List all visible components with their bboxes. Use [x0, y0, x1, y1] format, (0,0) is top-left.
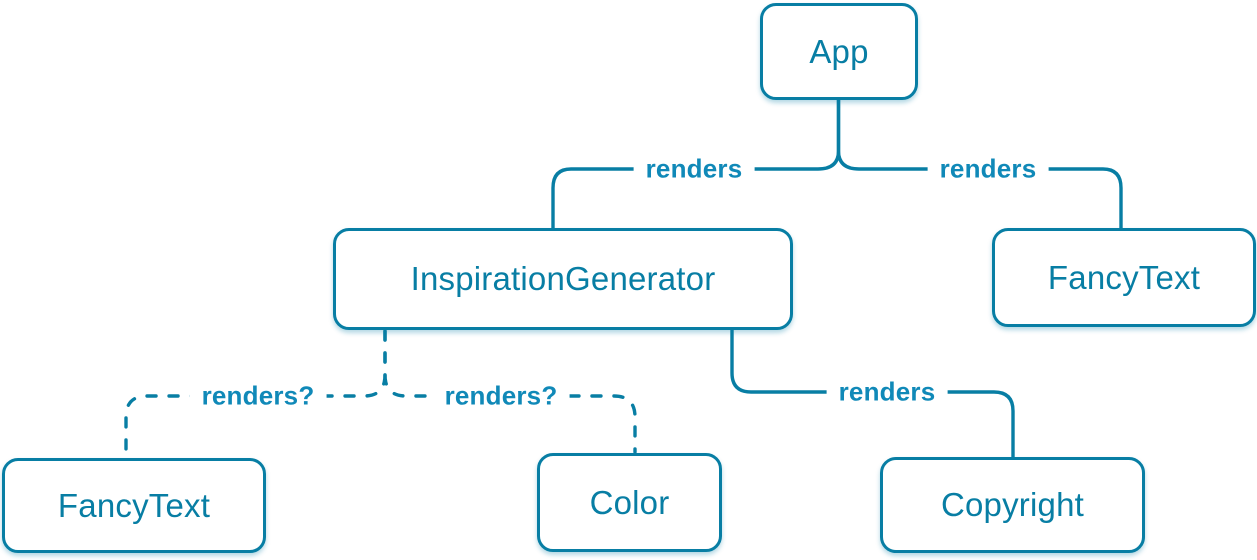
node-fancy-text-top: FancyText: [992, 228, 1256, 327]
edge-label-inspiration-generator-to-color: renders?: [432, 379, 570, 413]
node-color: Color: [537, 453, 722, 552]
node-label-inspiration-generator: InspirationGenerator: [410, 260, 716, 297]
node-label-fancy-text-top: FancyText: [1047, 258, 1201, 296]
node-inspiration-generator: InspirationGenerator: [333, 228, 793, 330]
node-label-color: Color: [589, 483, 670, 521]
node-label-fancy-text-bottom: FancyText: [57, 486, 211, 524]
node-label-app: App: [809, 32, 869, 70]
node-label-copyright: Copyright: [940, 486, 1085, 523]
node-fancy-text-bottom: FancyText: [2, 458, 266, 553]
edge-label-inspiration-generator-to-fancy-text-bottom: renders?: [189, 379, 327, 413]
edge-label-inspiration-generator-to-copyright: renders: [826, 375, 948, 409]
node-app: App: [760, 3, 918, 100]
node-copyright: Copyright: [880, 457, 1145, 553]
edge-label-app-to-fancy-text-top: renders: [927, 152, 1049, 186]
edge-label-app-to-inspiration-generator: renders: [633, 152, 755, 186]
